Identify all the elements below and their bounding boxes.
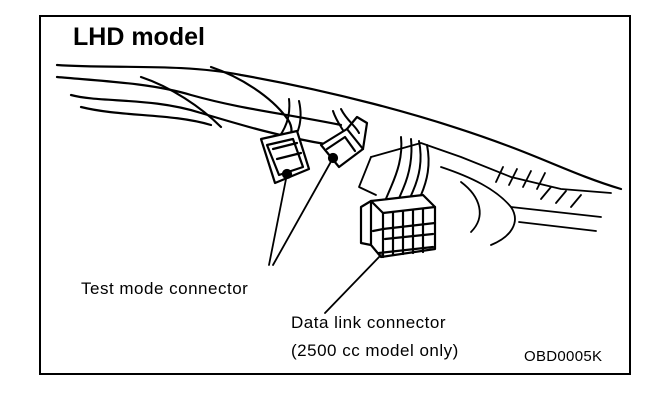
leader-lines [268,157,382,314]
diagram-title: LHD model [73,23,205,51]
leader-test-mode-left [268,173,288,266]
label-test-mode-connector: Test mode connector [81,279,249,298]
leader-test-mode-right [272,157,334,266]
connector-illustration [55,63,623,314]
label-data-link-connector: Data link connector [291,313,447,332]
label-data-link-connector-note: (2500 cc model only) [291,341,459,360]
dashboard-contour [55,63,623,191]
lower-dash-structure [358,142,612,246]
leader-dlc [324,254,382,314]
data-link-connector [359,193,437,259]
figure-code: OBD0005K [524,348,603,365]
diagram-frame: LHD model Test mode connector Data link … [39,15,631,375]
test-mode-connector [259,115,369,185]
